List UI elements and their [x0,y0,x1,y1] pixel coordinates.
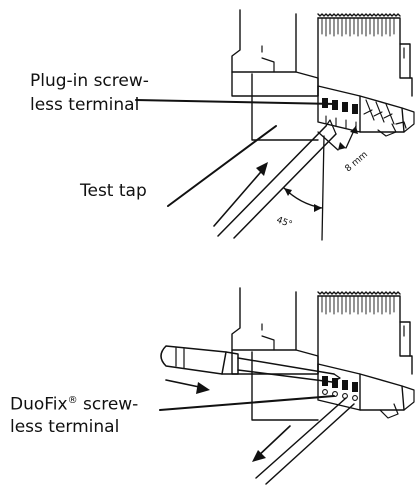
bottom-label-leader [159,395,335,411]
tool-label: Test tap [80,181,147,201]
bottom-label-line1-rest: screw- [77,394,139,415]
bottom-insert-arrow [252,425,291,462]
top-label-line2: less terminal [30,95,140,115]
top-dimension-8mm: 8 mm [317,125,370,174]
registered-mark: ® [67,395,78,406]
conductor-wire [255,397,355,485]
test-tap-tool [217,119,337,239]
bottom-label-line1: DuoFix® screw- [10,390,138,416]
top-ribbing [317,13,401,37]
bottom-device [159,287,415,485]
dimension-angle-text: 45° [275,215,293,230]
bottom-push-arrow [165,379,210,394]
top-label-line1: Plug-in screw- [30,71,149,91]
brand-name: DuoFix [10,394,68,415]
tool-label-leader [167,125,277,207]
top-label-leader [135,99,337,105]
bottom-ribbing [317,291,401,315]
top-terminal-block [317,85,415,137]
top-insert-arrow [213,162,268,227]
bottom-label-line2: less terminal [10,417,120,437]
screwdriver-tool [160,345,341,383]
dimension-length-text: 8 mm [344,150,370,174]
top-device: 8 mm 45° [135,9,415,241]
